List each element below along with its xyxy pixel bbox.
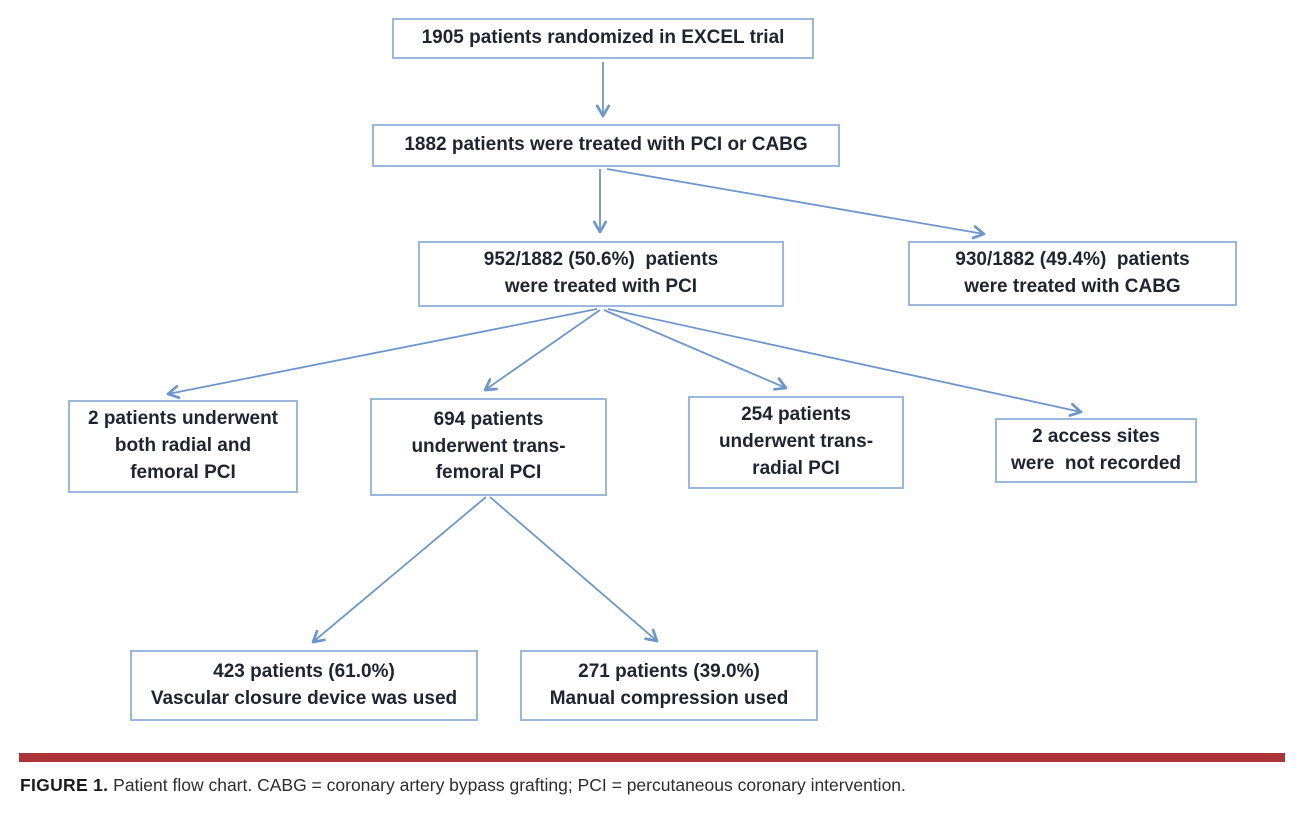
node-transfemoral: 694 patients underwent trans- femoral PC… <box>370 398 607 496</box>
figure-caption-label: FIGURE 1. <box>20 775 109 795</box>
node-vascular-closure: 423 patients (61.0%) Vascular closure de… <box>130 650 478 721</box>
node-both-access: 2 patients underwent both radial and fem… <box>68 400 298 493</box>
figure-caption: FIGURE 1. Patient flow chart. CABG = cor… <box>20 774 1280 797</box>
arrow-treated-to-cabg <box>606 168 986 240</box>
node-manual-compression: 271 patients (39.0%) Manual compression … <box>520 650 818 721</box>
arrow-pci-to-transradial <box>603 309 788 391</box>
node-randomized: 1905 patients randomized in EXCEL trial <box>392 18 814 59</box>
arrow-transfemoral-to-vcd <box>311 496 487 644</box>
figure-caption-text: Patient flow chart. CABG = coronary arte… <box>108 775 906 795</box>
figure-divider-rule <box>19 753 1285 762</box>
arrow-pci-to-transfemoral <box>483 309 601 392</box>
node-pci: 952/1882 (50.6%) patients were treated w… <box>418 241 784 307</box>
node-not-recorded: 2 access sites were not recorded <box>995 418 1197 483</box>
node-cabg: 930/1882 (49.4%) patients were treated w… <box>908 241 1237 306</box>
arrow-pci-to-both <box>166 308 598 400</box>
node-transradial: 254 patients underwent trans- radial PCI <box>688 396 904 489</box>
arrow-transfemoral-to-manual <box>489 496 659 643</box>
node-treated: 1882 patients were treated with PCI or C… <box>372 124 840 167</box>
